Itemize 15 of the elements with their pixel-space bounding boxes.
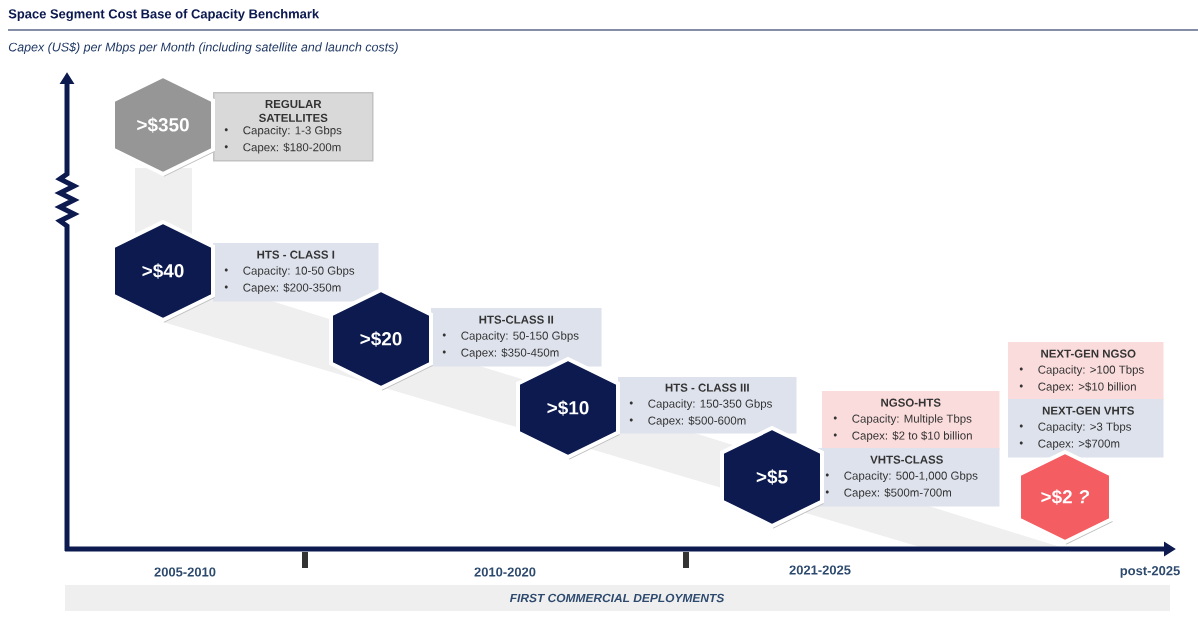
- year-label: 2021-2025: [789, 565, 851, 575]
- year-label: 2005-2010: [154, 567, 216, 577]
- info-box: REGULAR SATELLITES Capacity: 1-3 Gbps Capex: $180-200m: [213, 92, 374, 162]
- year-label: post-2025: [1120, 566, 1180, 578]
- banner: FIRST COMMERCIAL DEPLOYMENTS: [65, 585, 1170, 611]
- info-box: NEXT-GEN NGSO Capacity: >100 Tbps Capex: >$10 billion: [1008, 342, 1164, 401]
- year-label: 2010-2020: [474, 567, 536, 577]
- info-box: NEXT-GEN VHTS Capacity: >3 Tbps Capex: >$700m: [1008, 399, 1164, 458]
- title: Space Segment Cost Base of Capacity Benchmark: [8, 8, 320, 22]
- info-box: NGSO-HTS Capacity: Multiple Tbps Capex: $2 to $10 billion: [822, 391, 1000, 450]
- subtitle: Capex (US$) per Mbps per Month (including satellite and launch costs): [8, 42, 398, 54]
- info-box: HTS - CLASS I Capacity: 10-50 Gbps Capex: $200-350m: [213, 243, 379, 302]
- info-box: HTS - CLASS III Capacity: 150-350 Gbps Capex: $500-600m: [618, 377, 797, 434]
- info-box: VHTS-CLASS Capacity: 500-1,000 Gbps Capex: $500m-700m: [814, 448, 1000, 507]
- info-box: HTS-CLASS II Capacity: 50-150 Gbps Capex: $350-450m: [431, 308, 602, 367]
